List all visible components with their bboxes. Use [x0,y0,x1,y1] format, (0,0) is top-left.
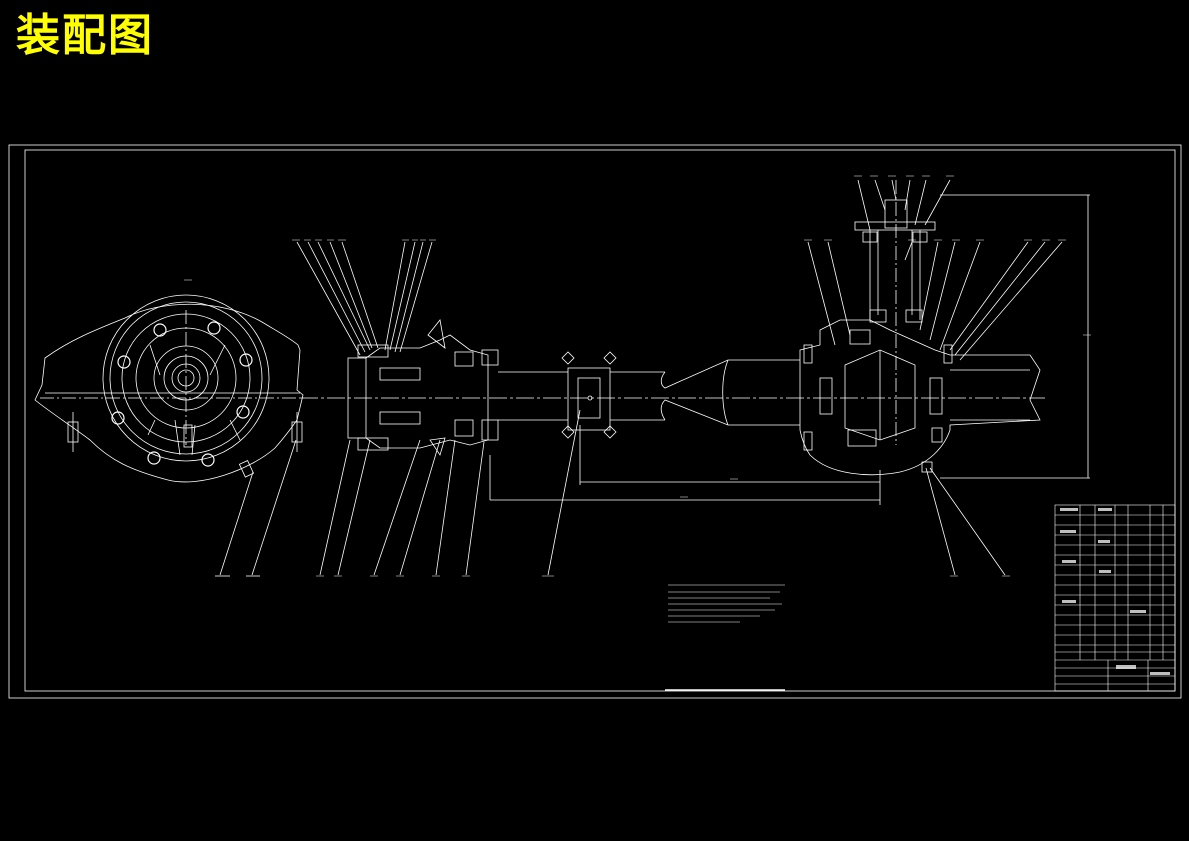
technical-notes [665,584,785,691]
page-title: 装配图 [16,10,154,61]
differential-housing [799,319,1041,476]
outer-frame [8,144,1182,699]
inner-frame [24,149,1176,692]
flange-outer-circle [102,294,270,462]
title-block [1054,504,1176,692]
spring-seat [567,367,611,431]
axle-section [296,179,1090,576]
end-view [34,294,304,577]
bolt-holes [111,321,253,467]
balloon-stubs [184,175,1091,577]
